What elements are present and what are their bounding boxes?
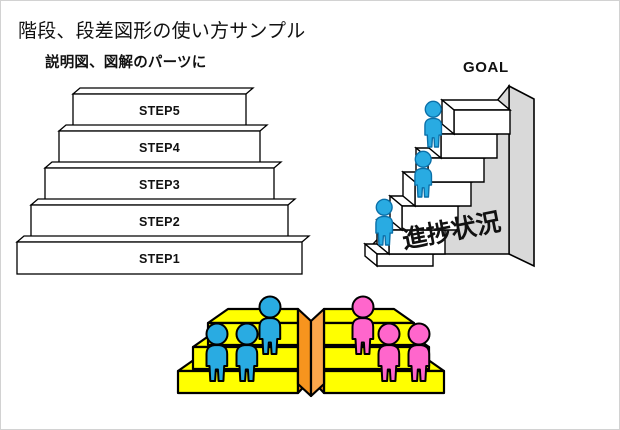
left-figure-mid-2 [235, 322, 259, 382]
staircase-figure-3 [424, 100, 443, 148]
left-figure-top [258, 295, 282, 355]
right-figure-top [351, 295, 375, 355]
center-wedge [296, 307, 326, 398]
pyramid-step-3-label: STEP3 [139, 178, 180, 192]
goal-label: GOAL [463, 59, 509, 76]
pyramid-step-5-label: STEP5 [139, 104, 180, 118]
pyramid-step-2-label: STEP2 [139, 215, 180, 229]
pyramid-step-5: STEP5 [71, 87, 255, 127]
right-figure-mid-2 [407, 322, 431, 382]
page-title: 階段、段差図形の使い方サンプル [18, 21, 306, 42]
staircase-figure-1 [375, 198, 394, 246]
progress-staircase: 進捗状況 [363, 84, 535, 268]
staircase-wall [508, 84, 535, 268]
step-pyramid: STEP5 STEP4 STEP3 STEP2 [15, 87, 311, 275]
right-figure-mid-1 [377, 322, 401, 382]
pyramid-step-4-label: STEP4 [139, 141, 180, 155]
pyramid-step-2: STEP2 [29, 198, 297, 238]
team-platforms [176, 295, 446, 398]
left-figure-mid-1 [205, 322, 229, 382]
pyramid-step-1: STEP1 [15, 235, 311, 275]
pyramid-step-4: STEP4 [57, 124, 269, 164]
staircase-figure-2 [414, 150, 433, 198]
staircase-step-7 [440, 98, 512, 136]
pyramid-step-1-label: STEP1 [139, 252, 180, 266]
page-subtitle: 説明図、図解のパーツに [45, 55, 207, 71]
pyramid-step-3: STEP3 [43, 161, 283, 201]
